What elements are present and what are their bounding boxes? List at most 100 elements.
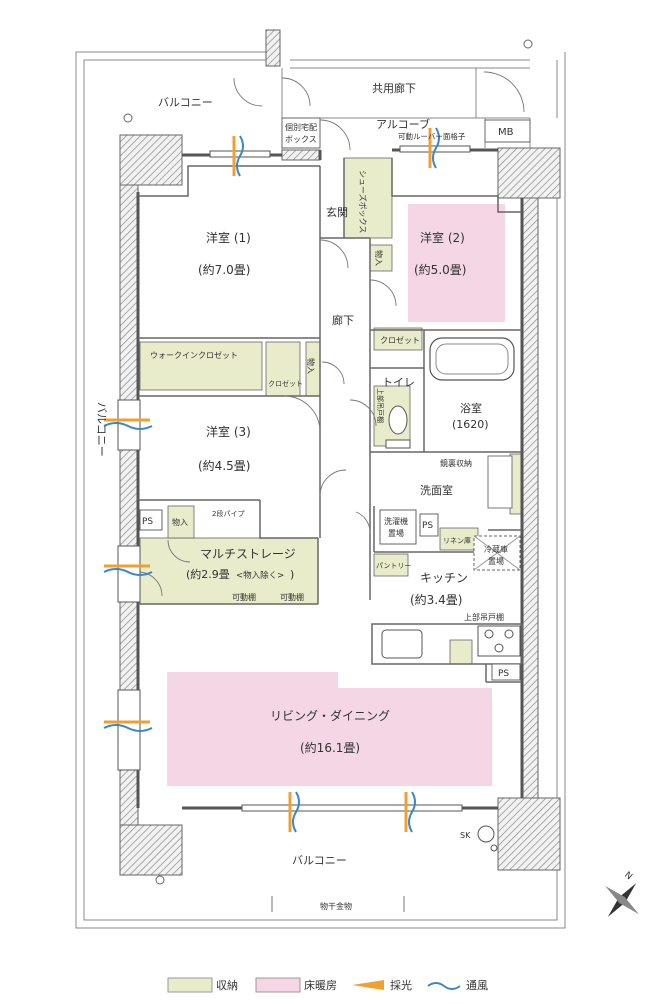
label-ps-1: PS: [142, 517, 153, 527]
washbasin: [487, 455, 513, 509]
balcony-outline: [75, 51, 566, 929]
legend-storage: 収納: [216, 979, 238, 992]
label-upper-shelf-kitchen: 上部吊戸棚: [464, 612, 504, 622]
living-size: (約16.1畳): [300, 740, 360, 755]
burner-3: [494, 643, 504, 653]
label-upper-shelf-toilet: 上部吊戸棚: [376, 388, 385, 423]
shoes-box-area: [343, 157, 393, 239]
multi-storage-note: <物入除く>: [236, 570, 284, 581]
ps-box-room3: [139, 509, 163, 531]
label-ps-2: PS: [422, 521, 433, 531]
ps-box-wash: [419, 513, 439, 537]
svg-text:N: N: [622, 870, 634, 882]
multi-storage-size: (約2.9畳: [186, 567, 230, 581]
daylight-markers: [104, 128, 432, 832]
legend-ventilation-icon: [427, 982, 461, 990]
legend-storage-swatch: [167, 977, 213, 993]
drain-bottom: [155, 875, 165, 885]
label-storage-b: 物入: [306, 358, 316, 374]
floor-heating-living: [167, 672, 492, 786]
label-louver: 可動ルーバー面格子: [398, 131, 466, 141]
label-sk: SK: [460, 831, 471, 840]
ps-box-kitchen: [491, 663, 521, 681]
sk-drain: [490, 844, 498, 852]
label-fridge-1: 冷蔵庫: [484, 544, 508, 554]
drain-left: [123, 113, 133, 123]
bath-size: (1620): [452, 418, 489, 431]
doors: [137, 71, 525, 597]
legend-floor-heating: 床暖房: [304, 978, 337, 992]
legend: 収納 床暖房 採光 通風: [167, 977, 488, 993]
pantry-area: [373, 553, 409, 577]
multi-storage-name: マルチストレージ: [200, 547, 296, 561]
legend-ventilation: 通風: [466, 979, 488, 992]
label-storage-a: 物入: [172, 517, 188, 527]
room2-name: 洋室 (2): [420, 230, 465, 245]
closet-area: [373, 327, 423, 351]
label-mirror-storage: 鏡裏収納: [440, 458, 472, 468]
kitchen-size: (約3.4畳): [410, 592, 462, 607]
label-ps-3: PS: [498, 669, 509, 679]
drain-top: [523, 39, 533, 49]
label-fridge-2: 置場: [488, 556, 504, 566]
label-mb: MB: [498, 127, 514, 138]
compass-icon: N: [605, 870, 639, 917]
washroom-name: 洗面室: [420, 483, 453, 497]
label-delivery-2: ボックス: [285, 135, 317, 144]
room3-size: (約4.5畳): [198, 458, 250, 473]
label-delivery-1: 個別宅配: [285, 122, 317, 132]
label-closet: クロゼット: [380, 335, 420, 345]
label-entrance: 玄関: [326, 205, 348, 219]
room3-name: 洋室 (3): [206, 424, 251, 439]
room1-size: (約7.0畳): [198, 262, 250, 277]
delivery-box: [281, 117, 321, 149]
label-balcony-top: バルコニー: [158, 96, 213, 109]
walk-in-closet-area: [139, 341, 263, 391]
legend-heating-swatch: [255, 977, 301, 993]
burner-2: [504, 629, 514, 639]
label-washer-2: 置場: [388, 528, 404, 538]
multi-storage-close: ): [290, 568, 294, 581]
closet-small-area: [265, 341, 301, 397]
label-drying-rack: 物干金物: [320, 901, 352, 911]
label-alcove: アルコーブ: [376, 117, 430, 131]
room2-size: (約5.0畳): [414, 262, 466, 277]
label-linen: リネン庫: [443, 536, 471, 545]
label-shelf-2: 可動棚: [280, 592, 304, 602]
kitchen-name: キッチン: [420, 571, 468, 585]
legend-daylight: 採光: [390, 978, 412, 992]
stove: [477, 625, 521, 657]
label-shoes-box: シューズボックス: [358, 170, 368, 233]
label-balcony-left: バルコニー: [95, 402, 108, 457]
toilet-bowl: [388, 405, 408, 435]
toilet-name: トイレ: [382, 376, 415, 389]
bathtub: [429, 337, 515, 381]
label-storage-c: 物入: [374, 250, 384, 266]
label-hallway: 廊下: [332, 313, 354, 327]
sk-fixture: [477, 825, 495, 843]
label-washer-1: 洗濯機: [384, 516, 408, 526]
storage-a-area: [167, 505, 195, 539]
kitchen-shelf-area: [449, 639, 473, 665]
label-closet-small: クロゼット: [268, 379, 303, 388]
label-pipe: 2段パイプ: [212, 509, 244, 518]
labels: 共用廊下 アルコーブ 可動ルーバー面格子 MB バルコニー バルコニー バルコニ…: [95, 81, 514, 911]
label-shelf-1: 可動棚: [232, 592, 256, 602]
bath-name: 浴室: [460, 401, 482, 415]
room1-name: 洋室 (1): [206, 230, 251, 245]
kitchen-sink: [381, 629, 423, 659]
partitions: [138, 158, 523, 683]
toilet-tank: [385, 439, 411, 449]
floor-heating-room2: [408, 204, 505, 322]
mb-box: [484, 119, 531, 143]
bathtub-inner: [435, 343, 509, 375]
label-pantry: パントリー: [376, 562, 411, 570]
legend-daylight-icon: [352, 980, 384, 990]
ventilation-markers: [103, 127, 440, 833]
structural-columns: [119, 29, 561, 876]
living-name: リビング・ダイニング: [270, 708, 390, 723]
burner-1: [484, 629, 494, 639]
label-balcony-bottom: バルコニー: [292, 854, 347, 867]
floor-heating-areas: [167, 204, 505, 786]
